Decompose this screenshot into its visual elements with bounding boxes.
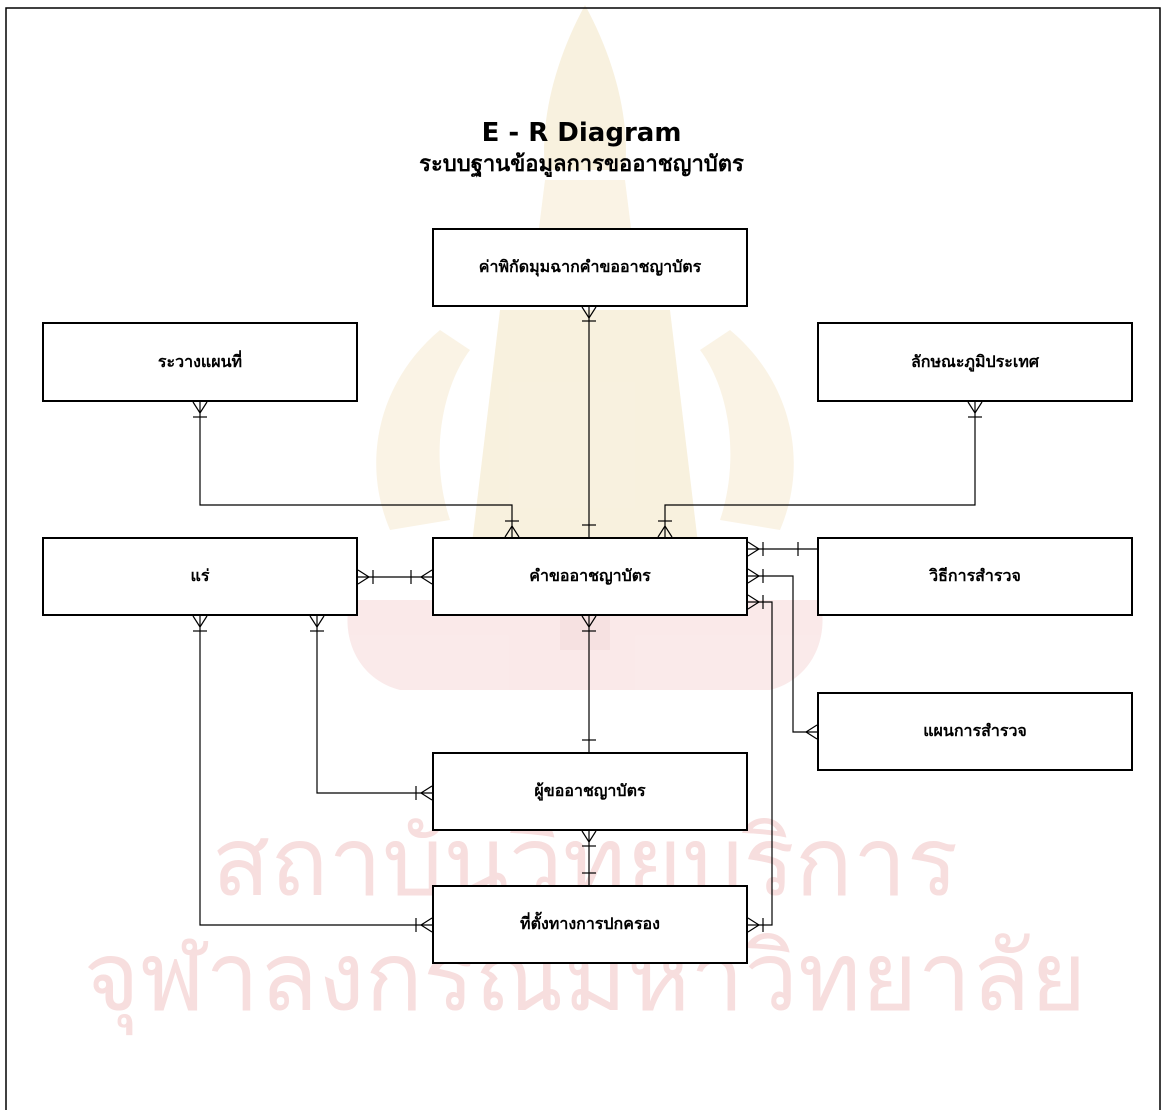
entity-applicant: ผู้ขออาชญาบัตร: [432, 752, 748, 831]
entity-survey-plan: แผนการสำรวจ: [817, 692, 1133, 771]
rel-applicant-location: [581, 830, 597, 885]
rel-mineral-applicant: [309, 615, 433, 801]
diagram-subtitle: ระบบฐานข้อมูลการขออาชญาบัตร: [419, 152, 744, 177]
rel-mineral-location: [192, 615, 433, 933]
rel-request-plan: [747, 568, 818, 740]
rel-request-applicant: [581, 615, 597, 752]
entity-place-map: ระวางแผนที่: [42, 322, 358, 402]
entity-request: คำขออาชญาบัตร: [432, 537, 748, 616]
entity-survey-method: วิธีการสำรวจ: [817, 537, 1133, 616]
entity-mineral: แร่: [42, 537, 358, 616]
rel-request-location: [747, 594, 773, 933]
rel-coordinate-request: [581, 306, 597, 537]
rel-terrain-request: [657, 401, 983, 538]
rel-placemap-request: [192, 401, 520, 538]
entity-terrain: ลักษณะภูมิประเทศ: [817, 322, 1133, 402]
entity-admin-location: ที่ตั้งทางการปกครอง: [432, 885, 748, 964]
diagram-title: E - R Diagram: [481, 118, 682, 148]
rel-request-method: [747, 541, 817, 557]
rel-mineral-request: [357, 569, 433, 585]
entity-coordinate: ค่าพิกัดมุมฉากคำขออาชญาบัตร: [432, 228, 748, 307]
